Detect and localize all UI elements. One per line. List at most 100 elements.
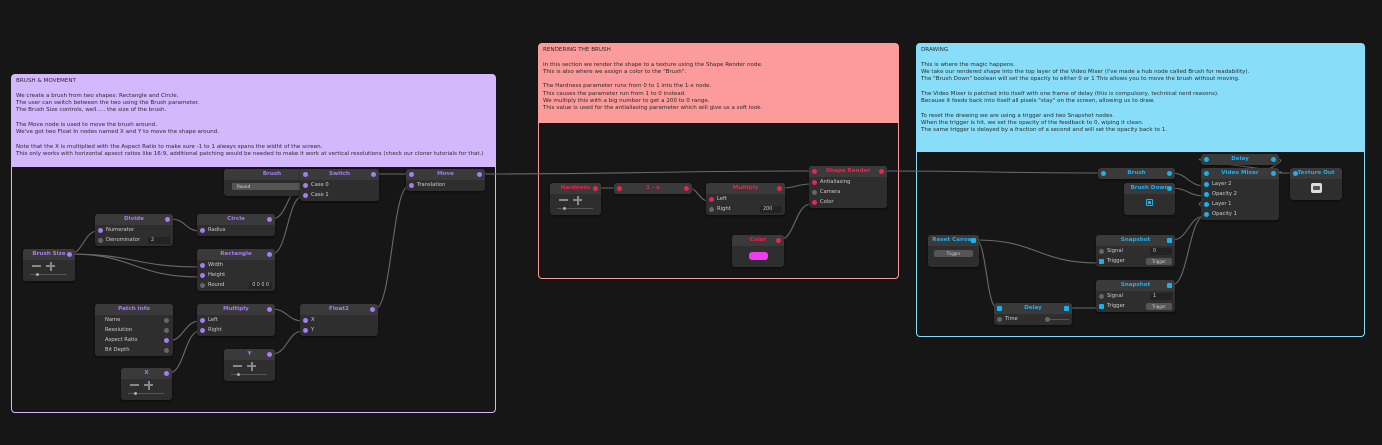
slider-track[interactable] — [231, 374, 267, 375]
input-port[interactable] — [1204, 157, 1209, 162]
node-header[interactable]: Brush — [1098, 168, 1175, 179]
output-port[interactable] — [477, 172, 482, 177]
input-port[interactable] — [200, 262, 205, 268]
plus-icon[interactable] — [147, 380, 150, 390]
node-header[interactable]: Snapshot — [1096, 235, 1175, 246]
input-port[interactable] — [617, 186, 622, 191]
node-header[interactable]: Texture Out — [1290, 168, 1342, 179]
input-port[interactable] — [200, 317, 205, 323]
input-port[interactable] — [1101, 171, 1106, 176]
node-header[interactable]: X — [121, 368, 172, 379]
output-port[interactable] — [267, 352, 272, 357]
node-header[interactable]: Switch — [300, 169, 379, 180]
comment-drawing[interactable]: DRAWING This is where the magic happens.… — [916, 43, 1365, 337]
input-port[interactable] — [812, 169, 817, 174]
output-port[interactable] — [1167, 171, 1172, 176]
comment-rendering-brush[interactable]: RENDERING THE BRUSH In this section we r… — [538, 43, 899, 279]
node-header[interactable]: Multiply — [706, 183, 785, 194]
input-port[interactable] — [812, 179, 817, 185]
node-header[interactable]: Snapshot — [1096, 280, 1175, 291]
output-port[interactable] — [1271, 157, 1276, 162]
input-port[interactable] — [200, 327, 205, 333]
output-port[interactable] — [684, 186, 689, 191]
input-port[interactable] — [303, 192, 308, 198]
comment-brush-movement[interactable]: BRUSH & MOVEMENT We create a brush from … — [11, 74, 496, 413]
output-port[interactable] — [1167, 283, 1172, 288]
plus-icon[interactable] — [250, 361, 253, 371]
trigger-button[interactable]: Trigger — [934, 250, 973, 257]
input-port[interactable] — [98, 237, 103, 243]
node-header[interactable]: Y — [224, 349, 275, 360]
output-port[interactable] — [164, 337, 169, 343]
input-port[interactable] — [997, 316, 1002, 322]
input-port[interactable] — [812, 189, 817, 195]
input-port[interactable] — [1099, 293, 1104, 299]
output-port[interactable] — [164, 371, 169, 376]
output-port[interactable] — [1167, 186, 1172, 191]
output-port[interactable] — [879, 169, 884, 174]
node-header[interactable]: 1 - x — [614, 183, 692, 194]
output-port[interactable] — [267, 217, 272, 222]
node-header[interactable]: Rectangle — [197, 249, 275, 260]
input-port[interactable] — [1204, 181, 1209, 187]
input-port[interactable] — [1099, 303, 1104, 309]
output-port[interactable] — [971, 238, 976, 243]
value-field[interactable]: 2 — [148, 236, 170, 244]
node-header[interactable]: Move — [406, 169, 485, 180]
input-port[interactable] — [303, 172, 308, 177]
slider-track[interactable] — [30, 274, 67, 275]
minus-icon[interactable] — [559, 199, 568, 201]
node-oneminus[interactable]: 1 - x — [614, 183, 692, 194]
node-header[interactable]: Brush Size — [23, 249, 75, 260]
trigger-button[interactable]: Trigger — [1146, 302, 1172, 310]
plus-icon[interactable] — [49, 261, 52, 271]
node-y[interactable]: Y — [224, 349, 275, 381]
node-header[interactable]: Divide — [95, 214, 173, 225]
slider-knob[interactable] — [563, 206, 566, 210]
input-port[interactable] — [1204, 191, 1209, 197]
input-port[interactable] — [812, 199, 817, 205]
minus-icon[interactable] — [32, 265, 41, 267]
node-header[interactable]: Reset Canvas — [928, 235, 979, 246]
node-header[interactable]: Circle — [197, 214, 275, 225]
input-port[interactable] — [1293, 171, 1298, 176]
value-field[interactable]: 1 — [1150, 292, 1172, 300]
node-header[interactable]: Float2 — [300, 304, 378, 315]
output-port[interactable] — [593, 186, 598, 191]
output-port[interactable] — [1271, 171, 1276, 176]
node-color[interactable]: Color — [732, 235, 784, 267]
node-brushsize[interactable]: Brush Size — [23, 249, 75, 281]
output-port[interactable] — [371, 172, 376, 177]
output-port[interactable] — [267, 252, 272, 257]
input-port[interactable] — [98, 227, 103, 233]
node-header[interactable]: Brush Down — [1124, 183, 1175, 194]
minus-icon[interactable] — [233, 365, 242, 367]
trigger-button[interactable]: Trigger — [1146, 257, 1172, 265]
minus-icon[interactable] — [130, 384, 139, 386]
float-stepper[interactable] — [23, 260, 75, 281]
brush-down-checkbox[interactable] — [1146, 199, 1153, 206]
input-port[interactable] — [200, 272, 205, 278]
float-stepper[interactable] — [550, 194, 601, 215]
input-port[interactable] — [1204, 201, 1209, 207]
slider-knob[interactable] — [237, 372, 240, 376]
slider-knob[interactable] — [36, 272, 39, 276]
output-port[interactable] — [370, 307, 375, 312]
input-port[interactable] — [303, 317, 308, 323]
input-port[interactable] — [303, 182, 308, 188]
input-port[interactable] — [200, 282, 205, 288]
node-header[interactable]: Multiply — [197, 304, 275, 315]
input-port[interactable] — [709, 196, 714, 202]
node-header[interactable]: Hardness — [550, 183, 601, 194]
